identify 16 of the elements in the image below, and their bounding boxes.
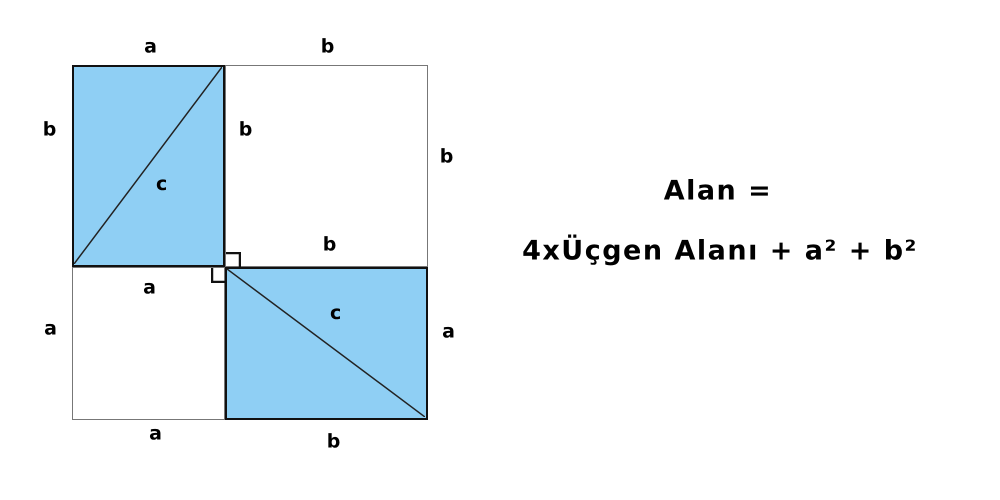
hypotenuse-label: c: [330, 304, 342, 323]
side-length-label: a: [442, 322, 456, 342]
square: [72, 267, 225, 420]
side-length-label: a: [143, 278, 157, 298]
side-length-label: b: [440, 148, 454, 166]
side-length-label: a: [144, 38, 158, 56]
side-length-label: b: [322, 236, 338, 254]
side-length-label: a: [149, 424, 163, 444]
hypotenuse-label: c: [156, 175, 168, 194]
side-length-label: b: [326, 432, 342, 452]
side-length-label: b: [320, 38, 336, 56]
side-length-label: b: [42, 120, 58, 140]
side-length-label: a: [44, 320, 58, 338]
side-length-label: b: [238, 120, 254, 140]
formula-text: Alan =: [664, 178, 772, 204]
square: [225, 65, 428, 267]
